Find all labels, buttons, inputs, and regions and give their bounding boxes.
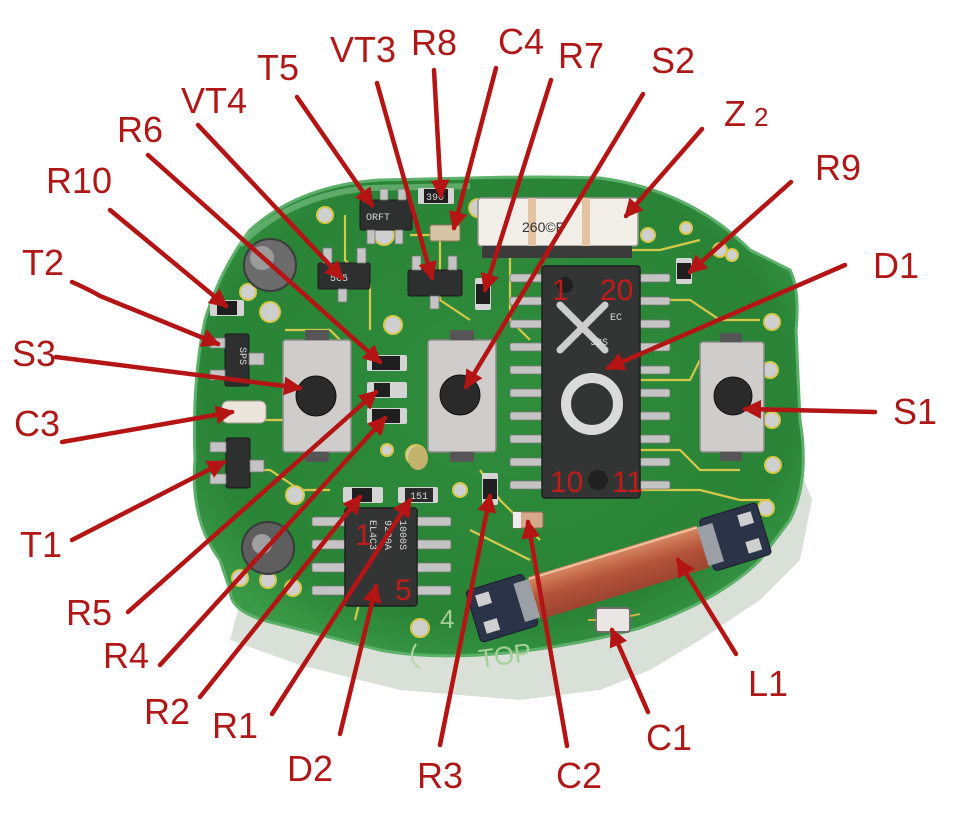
label-z2-sub: 2 — [754, 102, 768, 132]
d2-marking-1: 1000S — [396, 520, 407, 550]
arrow-vt3 — [374, 80, 437, 281]
annotation-arrows — [53, 65, 878, 749]
z2-marking: 260©F — [522, 219, 564, 235]
arrow-t2 — [69, 279, 221, 347]
d2-pin-5-label: 5 — [395, 574, 412, 607]
label-r6: R6 — [117, 109, 163, 150]
arrow-c4 — [448, 65, 499, 231]
arrow-vt4 — [195, 122, 345, 281]
arrow-d2 — [337, 583, 382, 737]
component-r2 — [343, 487, 383, 503]
arrow-l1 — [675, 557, 739, 657]
component-s2 — [427, 330, 497, 462]
arrow-r8 — [430, 67, 450, 199]
label-s3: S3 — [12, 333, 56, 374]
arrow-s2 — [463, 91, 646, 390]
label-r10: R10 — [46, 160, 112, 201]
component-t1 — [209, 437, 265, 489]
component-r4 — [367, 408, 407, 424]
label-t5: T5 — [257, 47, 299, 88]
component-t5: ORFT — [359, 188, 413, 245]
label-t2: T2 — [22, 242, 64, 283]
label-t1: T1 — [20, 524, 62, 565]
t5-marking: ORFT — [366, 213, 390, 224]
label-r4: R4 — [103, 635, 149, 676]
arrow-r4 — [157, 415, 388, 668]
label-c4: C4 — [498, 21, 544, 62]
arrow-c1 — [609, 627, 651, 715]
label-vt3: VT3 — [330, 29, 396, 70]
arrow-r6 — [145, 152, 383, 365]
components: ORFT 390 5C5 — [209, 188, 772, 643]
label-l1: L1 — [748, 663, 788, 704]
arrow-r10 — [107, 207, 229, 309]
r1-marking: 151 — [410, 492, 428, 503]
label-c3: C3 — [14, 403, 60, 444]
arrow-s3 — [53, 354, 303, 396]
arrow-c2 — [521, 519, 570, 749]
component-r1: 151 — [398, 487, 438, 503]
component-z2: 260©F — [477, 197, 639, 258]
label-r7: R7 — [558, 35, 604, 76]
d1-pin-20-label: 20 — [600, 274, 633, 307]
arrow-r1 — [269, 497, 413, 717]
label-s2: S2 — [651, 40, 695, 81]
t2-marking: SPS — [236, 347, 247, 365]
arrow-s1 — [742, 399, 878, 419]
d2-marking-3: EL4C3 — [366, 520, 377, 550]
arrow-r9 — [687, 179, 794, 275]
component-l1 — [465, 502, 772, 643]
arrow-d1 — [605, 262, 848, 371]
label-d2: D2 — [287, 748, 333, 789]
label-c1: C1 — [646, 717, 692, 758]
component-c1 — [588, 607, 641, 633]
silkscreen: TOP 4 — [410, 604, 534, 674]
d2-pin-1-label: 1 — [355, 519, 372, 552]
silkscreen-top-text: TOP — [477, 637, 534, 674]
label-vt4: VT4 — [181, 80, 247, 121]
arrow-r7 — [480, 77, 554, 293]
component-s3 — [282, 330, 352, 462]
label-c2: C2 — [556, 755, 602, 796]
d1-pin-1-label: 1 — [552, 274, 569, 307]
arrow-r5 — [125, 389, 379, 615]
label-r2: R2 — [144, 691, 190, 732]
component-r8: 390 — [418, 188, 454, 204]
label-r8: R8 — [411, 22, 457, 63]
d1-pin-11-label: 11 — [612, 466, 643, 499]
component-d2: 1000S 9290A EL4C3 1 5 — [311, 507, 452, 607]
arrow-t1 — [69, 459, 227, 543]
label-d1: D1 — [873, 245, 919, 286]
d1-pin-10-label: 10 — [550, 466, 583, 499]
label-r1: R1 — [212, 705, 258, 746]
arrow-t5 — [294, 94, 375, 208]
arrow-c3 — [59, 405, 235, 445]
label-z2-main: Z — [724, 93, 746, 134]
solder-blob — [408, 446, 428, 470]
component-d1: EC J0S 1 20 10 11 — [509, 265, 671, 499]
component-s1 — [699, 333, 765, 461]
arrow-r3 — [437, 493, 497, 748]
label-s1: S1 — [893, 391, 937, 432]
arrow-r2 — [197, 494, 363, 700]
arrow-z2 — [623, 126, 705, 219]
label-r9: R9 — [815, 147, 861, 188]
silkscreen-number: 4 — [440, 604, 454, 634]
d1-marking-1: EC — [610, 313, 622, 324]
label-r5: R5 — [66, 592, 112, 633]
label-r3: R3 — [417, 755, 463, 796]
